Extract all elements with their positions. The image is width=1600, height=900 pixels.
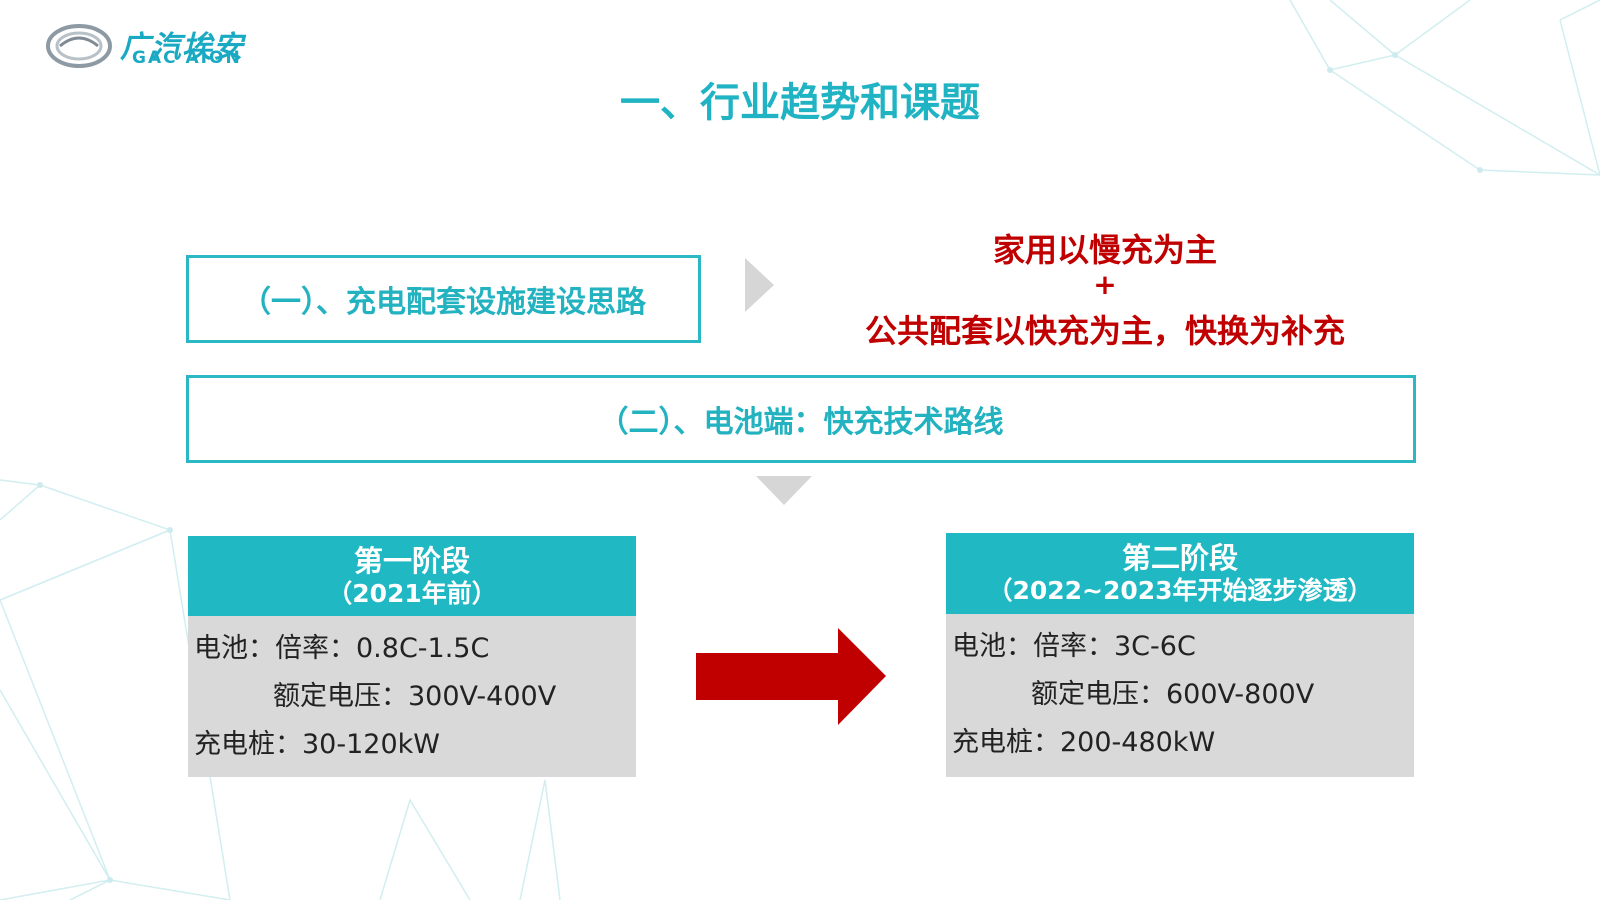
conclusion-line-1: 家用以慢充为主 — [992, 231, 1217, 269]
conclusion-line-2: 公共配套以快充为主，快换为补充 — [864, 312, 1345, 350]
stage1-body: 电池：倍率：0.8C-1.5C 额定电压：300V-400V 充电桩：30-12… — [188, 616, 636, 777]
stage2-header: 第二阶段 （2022~2023年开始逐步渗透） — [946, 533, 1414, 614]
stage2-body: 电池：倍率：3C-6C 额定电压：600V-800V 充电桩：200-480kW — [946, 614, 1414, 777]
charging-infrastructure-label: （一）、充电配套设施建设思路 — [241, 285, 646, 320]
logo-text-en: GAC AION — [132, 48, 242, 68]
stage1-voltage: 额定电压：300V-400V — [273, 681, 557, 712]
stage1-charger: 充电桩：30-120kW — [194, 729, 440, 760]
conclusion-plus: + — [1093, 268, 1117, 301]
stage1-header: 第一阶段 （2021年前） — [188, 536, 636, 616]
gac-aion-logo-icon — [46, 24, 112, 68]
triangle-right-icon — [745, 258, 774, 312]
stage2-voltage: 额定电压：600V-800V — [1031, 679, 1315, 710]
arrow-right-icon — [696, 628, 886, 725]
triangle-down-icon — [756, 476, 812, 505]
stage2-name: 第二阶段 — [1121, 541, 1238, 575]
stage1-period: （2021年前） — [327, 579, 497, 608]
charging-infrastructure-box: （一）、充电配套设施建设思路 — [186, 255, 701, 343]
stage1-name: 第一阶段 — [353, 544, 470, 578]
stage2-charger: 充电桩：200-480kW — [952, 727, 1216, 758]
stage2-period: （2022~2023年开始逐步渗透） — [987, 576, 1373, 605]
stage1-battery-rate: 电池：倍率：0.8C-1.5C — [194, 633, 490, 664]
page-title: 一、行业趋势和课题 — [620, 80, 980, 126]
battery-fast-charge-box: （二）、电池端：快充技术路线 — [186, 375, 1416, 463]
battery-fast-charge-label: （二）、电池端：快充技术路线 — [598, 405, 1004, 440]
logo-text-cn: 广汽埃安 — [120, 30, 244, 65]
stage2-battery-rate: 电池：倍率：3C-6C — [952, 631, 1196, 662]
